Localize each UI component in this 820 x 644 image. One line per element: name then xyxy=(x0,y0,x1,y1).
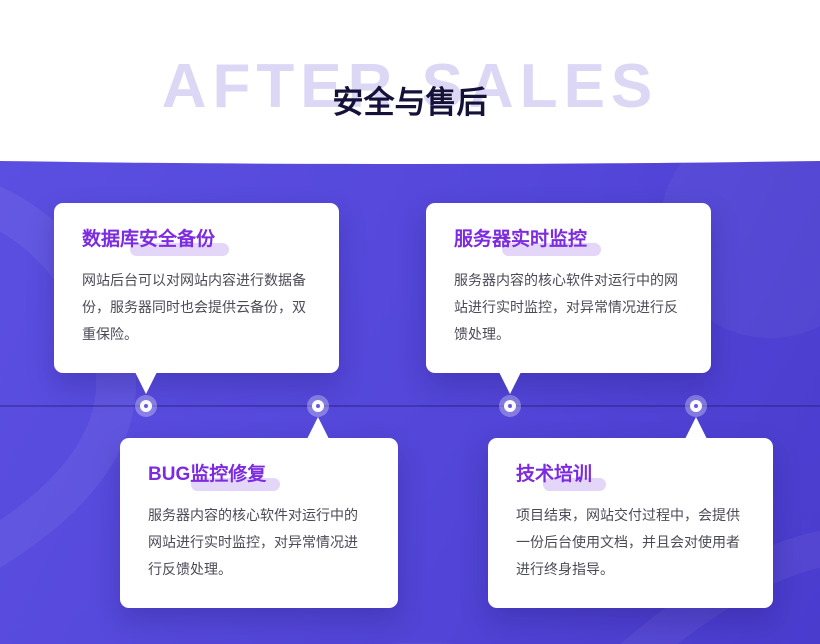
hero-section: AFTER SALES 安全与售后 xyxy=(0,0,820,150)
card-title-text: 技术培训 xyxy=(516,464,593,485)
title-highlight-pill xyxy=(190,477,281,491)
card-body-text: 网站后台可以对网站内容进行数据备份，服务器同时也会提供云备份，双重保险。 xyxy=(82,271,306,343)
title-highlight-pill xyxy=(129,242,230,256)
timeline-dot-2 xyxy=(312,400,324,412)
card-pointer-tail xyxy=(499,371,521,394)
card-title-text: BUG监控修复 xyxy=(148,464,267,485)
card-database-backup: 数据库安全备份 网站后台可以对网站内容进行数据备份，服务器同时也会提供云备份，双… xyxy=(54,203,339,394)
timeline-line xyxy=(0,405,820,407)
card-title: 数据库安全备份 xyxy=(82,229,230,256)
card-pointer-tail xyxy=(685,417,707,439)
card-pointer-tail xyxy=(307,417,329,439)
card-title: 技术培训 xyxy=(516,464,607,491)
card-body-text: 服务器内容的核心软件对运行中的网站进行实时监控，对异常情况进行反馈处理。 xyxy=(454,271,678,343)
card-pointer-tail xyxy=(135,372,157,394)
card-title-text: 数据库安全备份 xyxy=(82,229,216,250)
timeline-dot-3 xyxy=(504,400,516,412)
card-technical-training: 技术培训 项目结束，网站交付过程中，会提供一份后台使用文档，并且会对使用者进行终… xyxy=(488,417,773,608)
section-title: 安全与售后 xyxy=(332,85,488,120)
card-title-text: 服务器实时监控 xyxy=(454,229,588,250)
timeline-dot-4 xyxy=(690,400,702,412)
after-sales-watermark-text: AFTER SALES xyxy=(161,52,659,121)
hero-bottom-curve xyxy=(0,148,820,164)
timeline-dot-1 xyxy=(140,400,152,412)
card-body-text: 服务器内容的核心软件对运行中的网站进行实时监控，对异常情况进行反馈处理。 xyxy=(148,506,358,578)
card-server-monitoring: 服务器实时监控 服务器内容的核心软件对运行中的网站进行实时监控，对异常情况进行反… xyxy=(426,203,711,394)
card-bug-monitoring-fix: BUG监控修复 服务器内容的核心软件对运行中的网站进行实时监控，对异常情况进行反… xyxy=(120,417,398,608)
card-body-text: 项目结束，网站交付过程中，会提供一份后台使用文档，并且会对使用者进行终身指导。 xyxy=(516,506,740,578)
card-title: 服务器实时监控 xyxy=(454,229,602,256)
card-title: BUG监控修复 xyxy=(148,464,281,491)
title-highlight-pill xyxy=(543,477,607,491)
title-highlight-pill xyxy=(501,242,602,256)
